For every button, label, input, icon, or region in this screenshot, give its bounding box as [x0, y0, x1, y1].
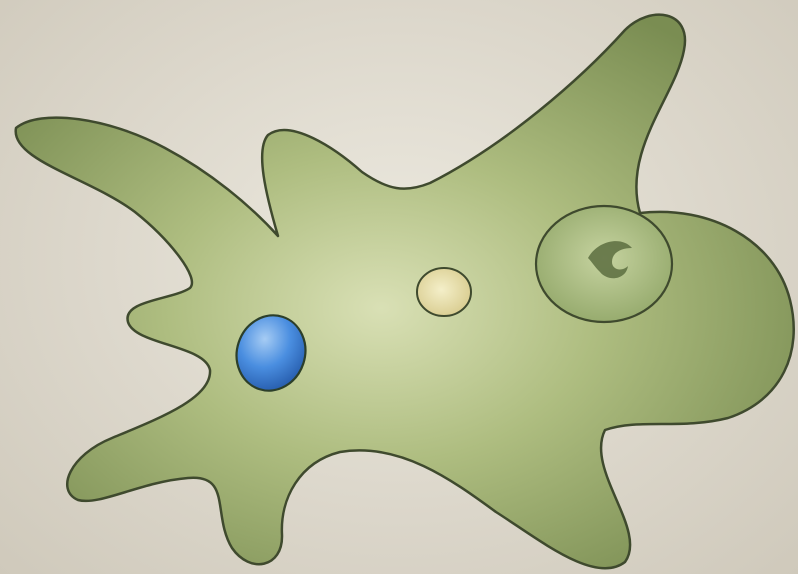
- cell-body: [16, 15, 794, 569]
- vesicle: [417, 268, 471, 316]
